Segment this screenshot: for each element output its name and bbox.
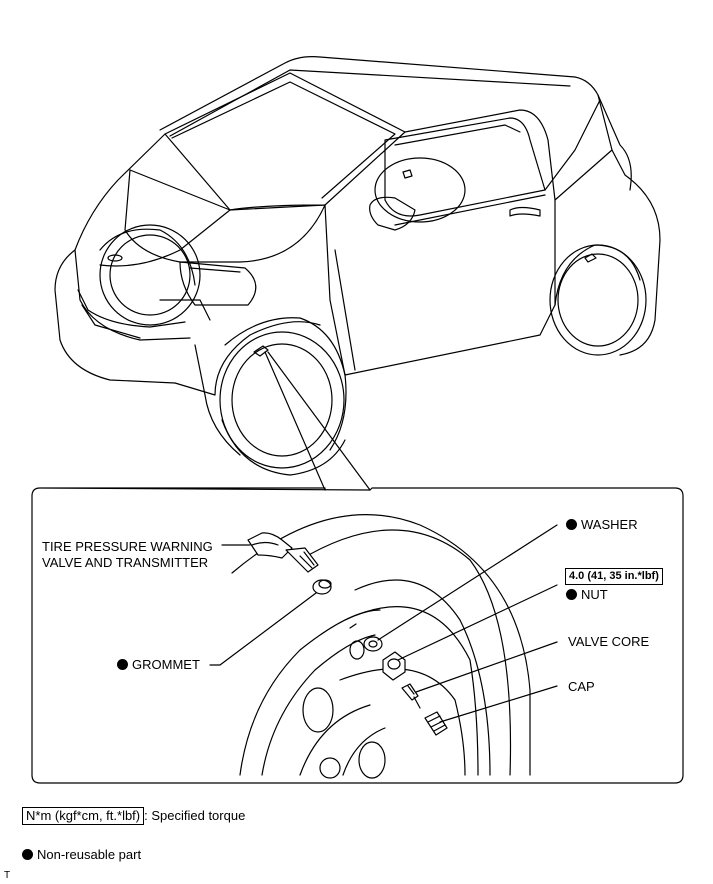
leader-lines (209, 524, 558, 723)
legend-torque: N*m (kgf*cm, ft.*lbf): Specified torque (22, 807, 245, 825)
washer-text: WASHER (581, 517, 638, 532)
non-reusable-icon (566, 589, 577, 600)
zoom-line-left (264, 351, 326, 491)
legend-torque-unit: N*m (kgf*cm, ft.*lbf) (22, 807, 145, 825)
legend-non-reusable-text: Non-reusable part (37, 847, 142, 862)
legend-torque-desc: : Specified torque (144, 808, 246, 823)
cap-label: CAP (568, 679, 595, 694)
nut-torque-spec: 4.0 (41, 35 in.*lbf) (565, 568, 663, 585)
car-outline (54, 56, 661, 476)
grommet-label: GROMMET (117, 657, 200, 673)
grommet-part (312, 579, 332, 595)
nut-label: NUT (566, 587, 608, 603)
valve-core-label: VALVE CORE (568, 634, 650, 649)
non-reusable-icon (22, 849, 33, 860)
nut-part (382, 651, 406, 681)
zoom-line-right (267, 351, 371, 491)
wheel-rim (231, 514, 531, 779)
tpms-label-line1: TIRE PRESSURE WARNING (42, 539, 213, 554)
tpms-transmitter (247, 532, 319, 573)
grommet-text: GROMMET (132, 657, 200, 672)
tpms-label-line2: VALVE AND TRANSMITTER (42, 555, 209, 570)
cap-part (424, 711, 448, 736)
valve-core-part (401, 683, 421, 709)
non-reusable-icon (566, 519, 577, 530)
detail-frame (31, 487, 684, 784)
legend-non-reusable: Non-reusable part (22, 847, 141, 863)
washer-label: WASHER (566, 517, 638, 533)
nut-text: NUT (581, 587, 608, 602)
washer-part (363, 636, 383, 652)
non-reusable-icon (117, 659, 128, 670)
footer-mark: T (4, 870, 11, 881)
